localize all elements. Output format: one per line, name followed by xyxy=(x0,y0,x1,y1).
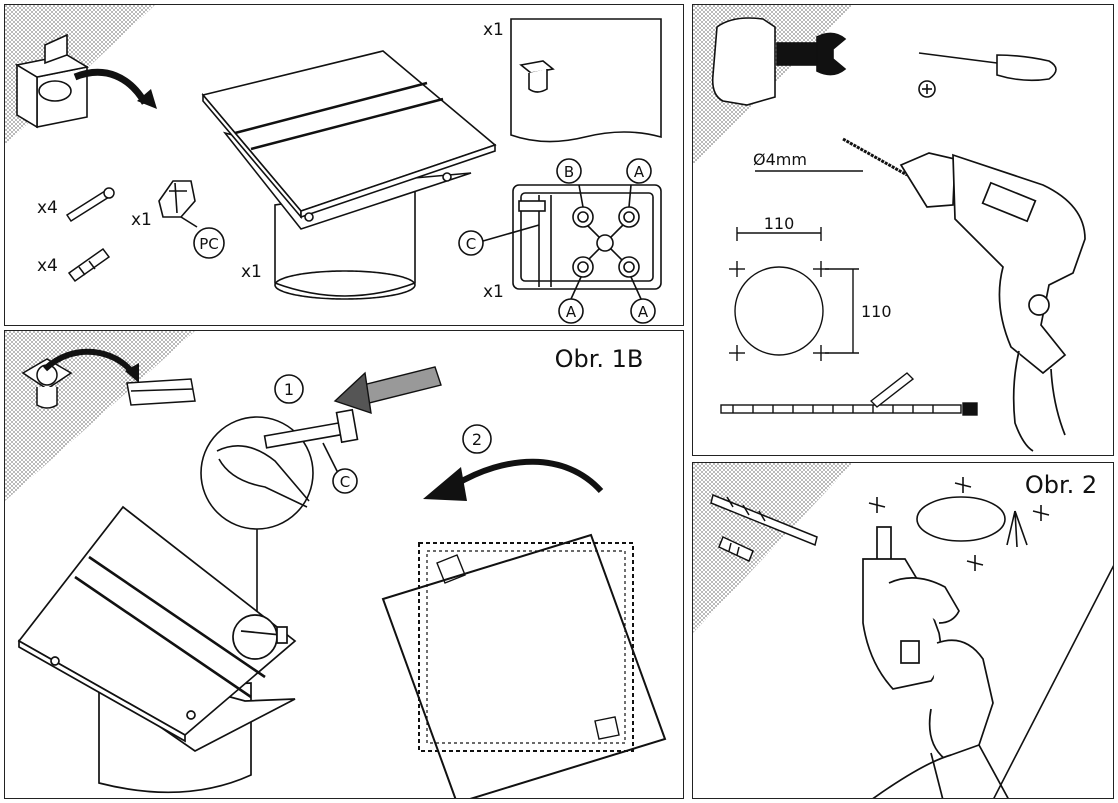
label-a-top: A xyxy=(634,163,645,181)
step-1-number: 1 xyxy=(284,380,294,399)
part-callouts xyxy=(458,158,656,324)
tools-diagram: Ø4mm 110 110 xyxy=(693,5,1086,452)
fan-unit-icon xyxy=(201,50,497,300)
qty-screw: x4 xyxy=(37,198,58,218)
panel-obr-1b: Obr. 1B 1 C 2 xyxy=(4,330,684,799)
screwdriver-icon xyxy=(918,52,1057,98)
paper-template-icon xyxy=(510,18,662,143)
electric-drill-icon xyxy=(899,152,1086,452)
label-b: B xyxy=(564,163,574,181)
qty-clip: x1 xyxy=(131,210,152,230)
label-a-bottom-right: A xyxy=(638,303,649,321)
figure-title-2: Obr. 2 xyxy=(1025,471,1097,499)
masonry-bit-icon xyxy=(710,493,818,563)
screw-icon xyxy=(65,187,115,223)
panel-package-contents: x4 x4 x1 PC x1 x1 x1 xyxy=(4,4,684,326)
label-a-bottom-left: A xyxy=(566,303,577,321)
rotated-cover-icon xyxy=(381,533,667,798)
drill-bit-size: Ø4mm xyxy=(753,150,807,169)
label-pc: PC xyxy=(199,235,219,253)
wall-plug-icon xyxy=(67,247,111,283)
arrow-icon xyxy=(73,68,149,105)
detail-magnifier xyxy=(200,408,359,621)
wall-hatch xyxy=(5,331,195,501)
fan-thumbnail-icon xyxy=(21,358,196,409)
hole-template-drawing xyxy=(729,227,859,361)
wall-markings xyxy=(868,477,1050,571)
dimension-horizontal: 110 xyxy=(764,214,795,233)
obr-2-diagram: Obr. 2 xyxy=(693,463,1113,798)
pencil-icon xyxy=(869,372,915,408)
ruler-icon xyxy=(720,402,978,416)
wall-hatch xyxy=(693,463,853,633)
detail-part-c: C xyxy=(340,473,350,491)
label-c: C xyxy=(466,235,476,253)
step-2-number: 2 xyxy=(472,430,482,449)
panel-tools: Ø4mm 110 110 xyxy=(692,4,1114,456)
cardboard-box-icon xyxy=(14,33,90,129)
package-contents-diagram: x4 x4 x1 PC x1 x1 x1 xyxy=(5,5,662,324)
push-arrow-icon xyxy=(333,366,442,415)
arrow-icon xyxy=(42,348,134,374)
hand-drilling-icon xyxy=(862,526,1009,798)
dimension-vertical: 110 xyxy=(861,302,892,321)
figure-title-1b: Obr. 1B xyxy=(555,345,644,373)
mounting-frame-icon xyxy=(482,184,662,300)
qty-frame: x1 xyxy=(483,282,504,302)
obr-1b-diagram: Obr. 1B 1 C 2 xyxy=(5,331,667,798)
qty-fan: x1 xyxy=(241,262,262,282)
qty-card: x1 xyxy=(483,20,504,40)
rotate-arrow-icon xyxy=(453,458,604,494)
clip-icon xyxy=(158,180,198,228)
qty-plug: x4 xyxy=(37,256,58,276)
panel-obr-2: Obr. 2 xyxy=(692,462,1114,799)
wrench-icon xyxy=(711,17,847,106)
fan-cover-open-icon xyxy=(17,505,297,794)
